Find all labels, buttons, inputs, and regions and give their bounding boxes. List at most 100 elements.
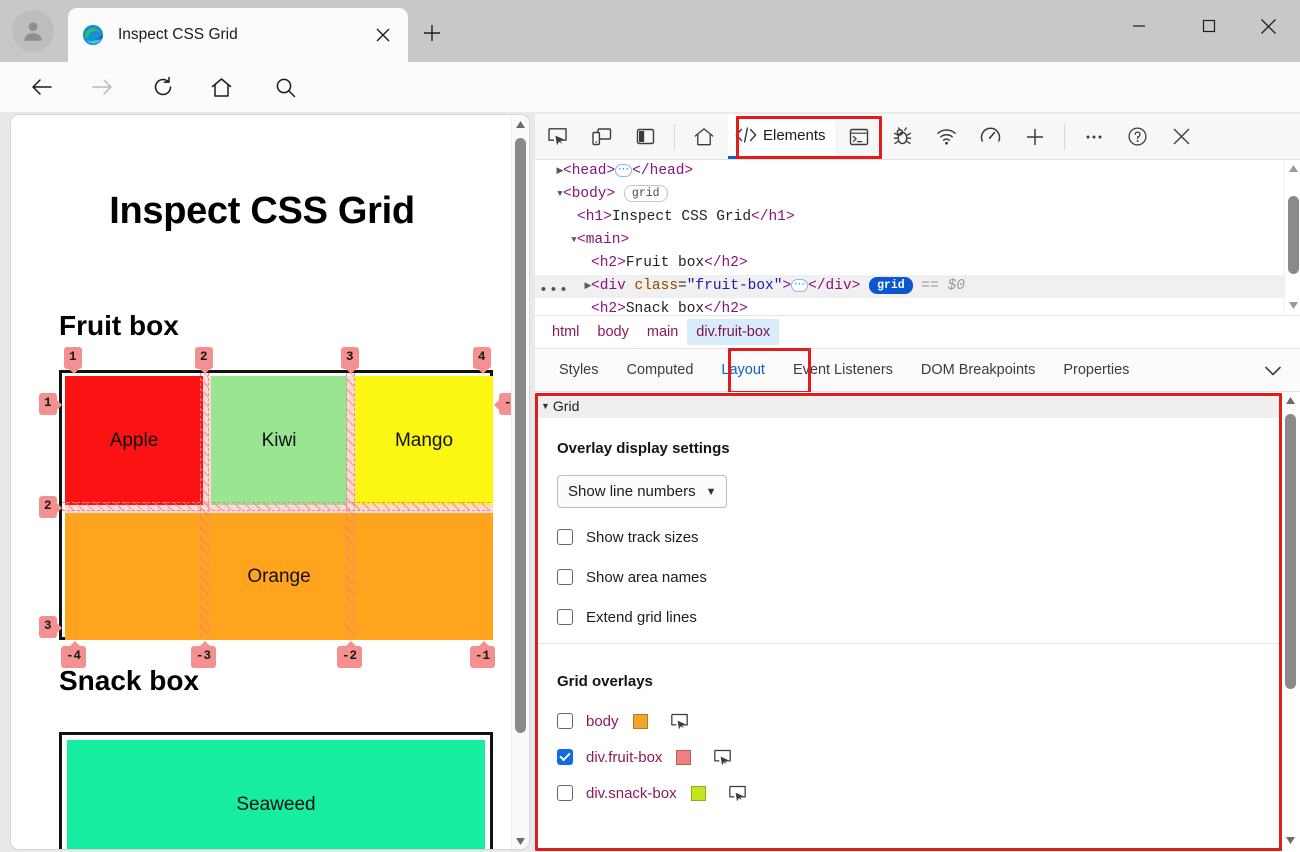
dom-row-more-icon[interactable]: •••	[539, 282, 570, 299]
grid-overlay-color-swatch[interactable]	[690, 785, 706, 801]
inspect-element-icon[interactable]	[728, 784, 747, 803]
grid-overlay-name[interactable]: body	[586, 712, 619, 730]
tab-properties[interactable]: Properties	[1063, 362, 1130, 378]
more-tools-button[interactable]	[1016, 118, 1054, 156]
scroll-down-button[interactable]	[1285, 297, 1300, 314]
checkbox-overlay-body[interactable]	[557, 713, 573, 729]
dom-tree-row[interactable]: ▶<head>⋯</head>	[535, 160, 1300, 183]
checkbox-show-track-sizes[interactable]	[557, 529, 573, 545]
tab-elements[interactable]: Elements	[728, 114, 835, 159]
new-tab-button[interactable]	[415, 16, 449, 50]
page-scrollbar[interactable]	[511, 116, 529, 849]
search-button[interactable]	[265, 67, 305, 107]
grid-overlay-row[interactable]: div.snack-box	[557, 778, 987, 808]
chevron-down-icon[interactable]: ▼	[571, 235, 577, 245]
tab-layout[interactable]: Layout	[721, 362, 765, 378]
chevron-right-icon[interactable]: ▶	[556, 166, 564, 176]
dom-tree-row[interactable]: <h2>Snack box</h2>	[535, 298, 1300, 315]
devtools-help-button[interactable]	[1119, 118, 1157, 156]
tab-close-button[interactable]	[368, 20, 398, 50]
devtools-overflow-button[interactable]	[1075, 118, 1113, 156]
debugger-button[interactable]	[884, 118, 922, 156]
browser-tab[interactable]: Inspect CSS Grid	[68, 8, 408, 62]
scroll-down-button[interactable]	[512, 833, 529, 849]
inspect-element-icon[interactable]	[670, 712, 689, 731]
fruit-box-element: Apple Kiwi Mango Orange	[59, 370, 493, 640]
dom-tree-row[interactable]: <h2>Fruit box</h2>	[535, 252, 1300, 275]
overlay-display-dropdown[interactable]: Show line numbers ▼	[557, 475, 728, 508]
panel-tab-bar[interactable]: Styles Computed Layout Event Listeners DOM B…	[535, 348, 1300, 394]
tab-dom-breakpoints[interactable]: DOM Breakpoints	[920, 362, 1036, 378]
plus-icon	[1026, 128, 1043, 145]
breadcrumb-item-html[interactable]: html	[552, 324, 580, 340]
tab-styles[interactable]: Styles	[559, 362, 599, 378]
grid-overlay-name[interactable]: div.fruit-box	[586, 748, 663, 766]
scrollbar-thumb[interactable]	[515, 138, 526, 733]
grid-panel-scrollbar[interactable]	[1282, 392, 1298, 850]
inspect-element-icon[interactable]	[713, 748, 732, 767]
expand-dots-icon[interactable]: ⋯	[791, 278, 809, 292]
devtools-welcome-button[interactable]	[685, 118, 723, 156]
chevron-right-icon[interactable]: ▶	[584, 281, 592, 291]
tab-computed[interactable]: Computed	[626, 362, 694, 378]
scroll-up-button[interactable]	[1285, 160, 1300, 177]
grid-overlay-row[interactable]: body	[557, 706, 987, 736]
dom-tree-row[interactable]: ▼<body> grid	[535, 183, 1300, 206]
dom-tag: <body>	[563, 186, 616, 202]
checkbox-row-show-area-names[interactable]: Show area names	[557, 562, 977, 592]
grid-badge-active[interactable]: grid	[869, 276, 913, 294]
checkbox-show-area-names[interactable]	[557, 569, 573, 585]
tab-event-listeners[interactable]: Event Listeners	[792, 362, 893, 378]
scrollbar-thumb[interactable]	[1285, 414, 1296, 689]
console-button[interactable]	[840, 118, 878, 156]
chevron-down-icon	[516, 838, 525, 845]
dom-tag: </h2>	[704, 301, 748, 315]
home-button[interactable]	[201, 67, 241, 107]
checkbox-row-show-track-sizes[interactable]: Show track sizes	[557, 522, 977, 552]
dom-tree-row[interactable]: <h1>Inspect CSS Grid</h1>	[535, 206, 1300, 229]
scroll-down-button[interactable]	[1282, 832, 1299, 849]
scroll-up-button[interactable]	[1282, 392, 1299, 409]
dom-tree-row[interactable]: ▼<main>	[535, 229, 1300, 252]
grid-badge[interactable]: grid	[623, 184, 668, 202]
breadcrumb-item-div-fruit-box[interactable]: div.fruit-box	[687, 319, 780, 345]
grid-overlay-color-swatch[interactable]	[632, 713, 648, 729]
breadcrumb-item-main[interactable]: main	[646, 324, 679, 340]
network-button[interactable]	[928, 118, 966, 156]
devtools-close-button[interactable]	[1163, 118, 1201, 156]
back-button[interactable]	[22, 67, 62, 107]
dom-tree-row[interactable]: ▶•••<div class="fruit-box">⋯</div> grid …	[535, 275, 1300, 299]
forward-arrow-icon	[92, 79, 112, 95]
grid-overlay-name[interactable]: div.snack-box	[586, 784, 677, 802]
dock-side-button[interactable]	[626, 118, 664, 156]
scroll-up-button[interactable]	[512, 116, 529, 133]
plus-icon	[424, 25, 440, 41]
dom-plain: =	[678, 278, 687, 294]
scrollbar-thumb[interactable]	[1288, 196, 1299, 274]
grid-overlays-title: Grid overlays	[557, 673, 653, 690]
grid-section-header[interactable]: ▼ Grid	[537, 394, 1281, 418]
device-emulation-button[interactable]	[582, 118, 620, 156]
dom-tree-scrollbar[interactable]	[1284, 160, 1300, 315]
checkbox-overlay-div-fruit-box[interactable]	[557, 749, 573, 765]
performance-button[interactable]	[972, 118, 1010, 156]
expand-dots-icon[interactable]: ⋯	[615, 163, 633, 177]
checkbox-extend-grid-lines[interactable]	[557, 609, 573, 625]
grid-overlay-row[interactable]: div.fruit-box	[557, 742, 987, 772]
profile-avatar-button[interactable]	[12, 10, 54, 52]
grid-overlay-color-swatch[interactable]	[676, 749, 692, 765]
window-maximize-button[interactable]	[1186, 8, 1232, 44]
checkbox-overlay-div-snack-box[interactable]	[557, 785, 573, 801]
reload-button[interactable]	[143, 67, 183, 107]
breadcrumb[interactable]: html body main div.fruit-box	[535, 315, 1300, 348]
breadcrumb-item-body[interactable]: body	[597, 324, 629, 340]
window-close-button[interactable]	[1245, 8, 1291, 44]
chevron-up-icon	[1286, 397, 1295, 404]
checkbox-row-extend-grid-lines[interactable]: Extend grid lines	[557, 602, 977, 632]
dom-tree[interactable]: ▶<head>⋯</head>▼<body> grid<h1>Inspect C…	[535, 160, 1300, 315]
panel-tabs-more-button[interactable]	[1262, 360, 1284, 382]
chevron-down-icon[interactable]: ▼	[557, 189, 563, 199]
window-minimize-button[interactable]	[1116, 8, 1162, 44]
page-viewport: Inspect CSS Grid Fruit box Apple Kiwi Ma…	[10, 114, 530, 850]
inspect-element-button[interactable]	[538, 118, 576, 156]
